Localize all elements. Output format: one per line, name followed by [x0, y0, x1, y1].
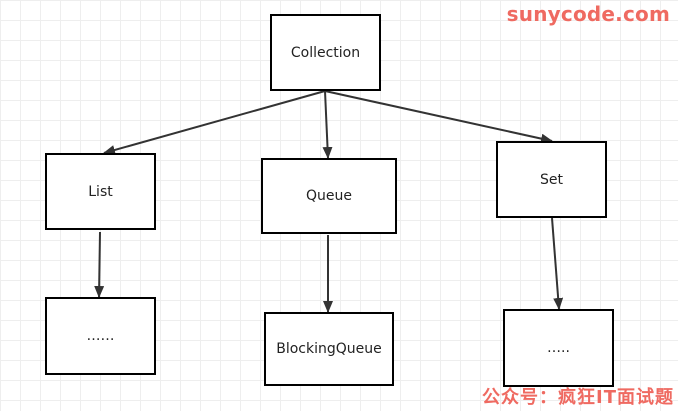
edge-list-to-child	[94, 231, 105, 298]
edge-collection-to-queue	[322, 90, 333, 159]
edge-collection-to-set	[324, 90, 553, 144]
node-set: Set	[496, 141, 607, 218]
watermark-site: sunycode.com	[506, 2, 670, 26]
node-collection: Collection	[270, 14, 381, 91]
node-blocking-queue: BlockingQueue	[264, 312, 394, 386]
node-queue: Queue	[261, 158, 397, 234]
edge-collection-to-list	[103, 90, 326, 155]
node-list-child: ……	[45, 297, 156, 375]
node-list: List	[45, 153, 156, 230]
node-set-child: …..	[503, 309, 614, 387]
edge-set-to-child	[551, 217, 564, 310]
watermark-wechat: 公众号：疯狂IT面试题	[482, 387, 674, 408]
